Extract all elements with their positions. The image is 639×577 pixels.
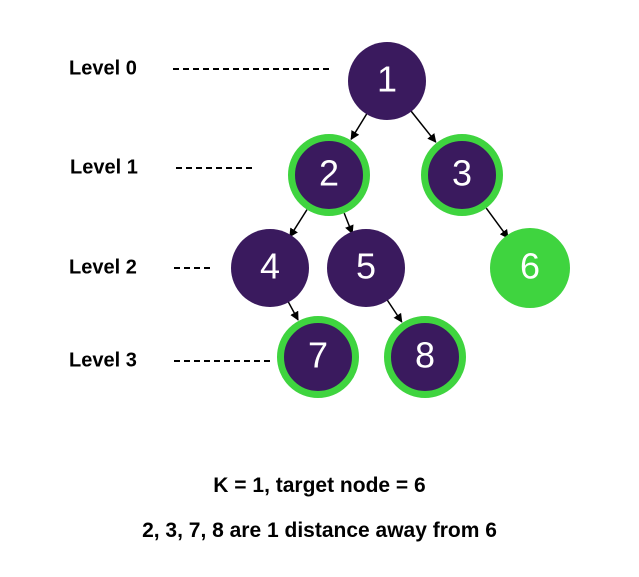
node-label: 5 <box>356 246 376 287</box>
node-label: 4 <box>260 246 280 287</box>
highlighted-node-circle <box>421 134 503 216</box>
tree-node-1: 1 <box>348 42 426 120</box>
edge-1-2 <box>350 111 369 141</box>
tree-node-8: 8 <box>384 316 466 398</box>
tree-node-5: 5 <box>327 229 405 307</box>
node-label: 3 <box>452 153 472 194</box>
tree-node-4: 4 <box>231 229 309 307</box>
edge-5-8 <box>385 297 403 323</box>
level-guides: Level 0 Level 1 Level 2 Level 3 <box>69 57 330 371</box>
node-label: 6 <box>520 246 540 287</box>
tree-node-6: 6 <box>490 228 570 308</box>
node-label: 2 <box>319 153 339 194</box>
tree-node-3: 3 <box>421 134 503 216</box>
node-circle <box>327 229 405 307</box>
node-label: 7 <box>308 335 328 376</box>
level-label-1: Level 1 <box>70 156 138 178</box>
edge-4-7 <box>286 299 299 321</box>
caption-answer: 2, 3, 7, 8 are 1 distance away from 6 <box>142 519 497 542</box>
edge-2-5 <box>343 212 354 235</box>
level-label-3: Level 3 <box>69 349 137 371</box>
highlighted-node-circle <box>384 316 466 398</box>
node-label: 8 <box>415 335 435 376</box>
highlighted-node-circle <box>277 316 359 398</box>
tree-node-2: 2 <box>288 134 370 216</box>
edge-1-3 <box>408 108 437 143</box>
edge-2-4 <box>289 209 308 238</box>
edges <box>286 108 509 323</box>
edge-3-6 <box>485 207 509 239</box>
highlighted-node-circle <box>288 134 370 216</box>
node-circle <box>348 42 426 120</box>
node-circle <box>231 229 309 307</box>
level-label-2: Level 2 <box>69 256 137 278</box>
target-node-circle <box>490 228 570 308</box>
nodes: 1 2 3 4 5 6 7 8 <box>231 42 570 398</box>
level-label-0: Level 0 <box>69 57 137 79</box>
caption-k-target: K = 1, target node = 6 <box>213 474 426 497</box>
node-label: 1 <box>377 59 397 100</box>
tree-node-7: 7 <box>277 316 359 398</box>
